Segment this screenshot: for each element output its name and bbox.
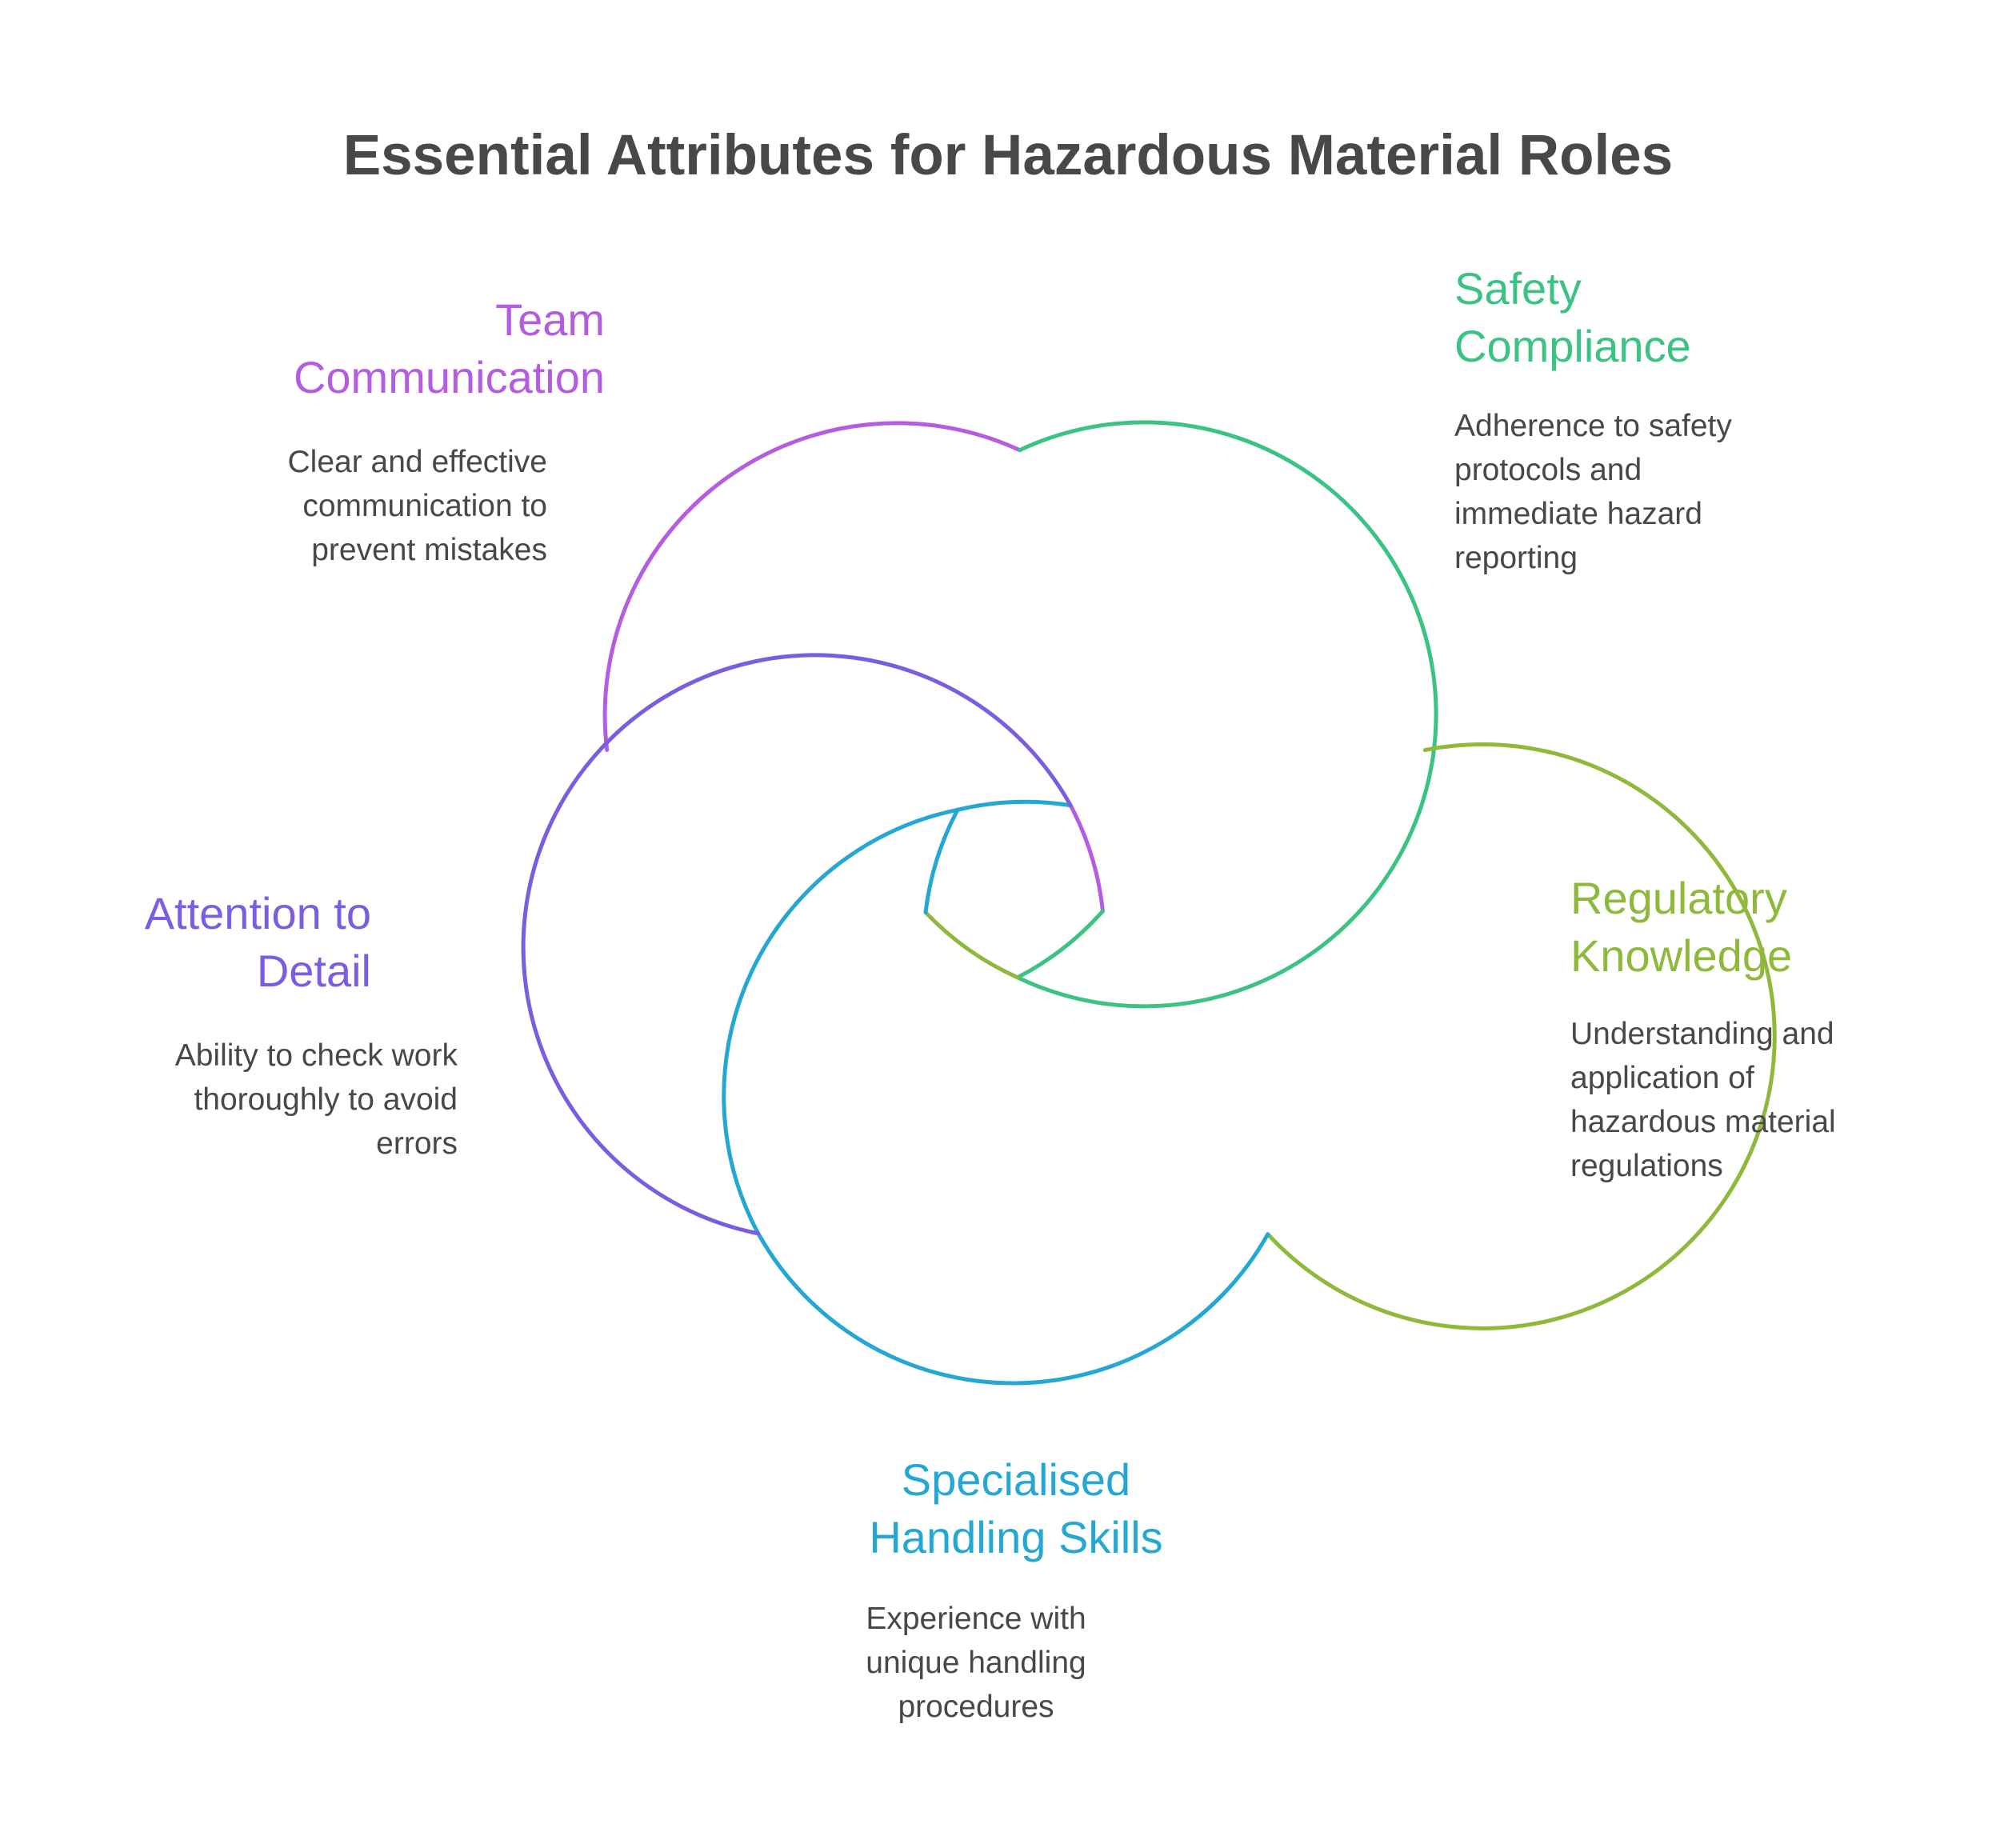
attribute-safety-compliance: Safety Compliance	[1454, 260, 1934, 375]
attribute-description-attention-to-detail: Ability to check work thoroughly to avoi…	[174, 1038, 458, 1161]
attribute-heading-line2: Knowledge	[1570, 930, 1793, 981]
ring-regulatory-knowledge-inner-arc	[923, 910, 1020, 980]
ring-regulatory-knowledge	[1266, 742, 1777, 1330]
ring-team-communication	[602, 421, 1022, 752]
attribute-attention-to-detail: Attention to Detail	[48, 885, 371, 1000]
attribute-heading-line1: Regulatory	[1570, 873, 1787, 923]
attribute-heading-line2: Compliance	[1454, 321, 1691, 371]
attribute-regulatory-knowledge: Regulatory Knowledge	[1570, 870, 1986, 985]
attribute-specialised-handling-skills: Specialised Handling Skills	[768, 1451, 1264, 1566]
ring-safety-compliance-inner-arc	[1015, 909, 1105, 980]
ring-specialised-handling-skills-arc-3	[955, 799, 1073, 812]
ring-specialised-handling-skills-inner-arc	[722, 807, 960, 1236]
attribute-description-team-communication: Clear and effective communication to pre…	[287, 445, 547, 567]
ring-attention-to-detail	[521, 653, 1073, 1236]
attribute-heading-team-communication: Team Communication	[160, 291, 605, 406]
attribute-description-specialised-handling-skills: Experience with unique handling procedur…	[866, 1602, 1086, 1724]
attribute-description-safety-compliance: Adherence to safety protocols and immedi…	[1454, 409, 1732, 575]
attribute-heading-specialised-handling-skills: Specialised Handling Skills	[768, 1451, 1264, 1566]
attribute-heading-line1: Team	[495, 294, 605, 345]
attribute-heading-attention-to-detail: Attention to Detail	[48, 885, 371, 1000]
diagram-title: Essential Attributes for Hazardous Mater…	[342, 124, 1674, 187]
ring-specialised-handling-skills	[756, 1231, 1270, 1386]
ring-safety-compliance	[1015, 420, 1438, 1009]
ring-specialised-handling-skills-arc-2	[923, 807, 960, 914]
attribute-heading-line1: Specialised	[901, 1454, 1131, 1505]
attribute-heading-line2: Detail	[256, 946, 371, 996]
attribute-heading-line1: Attention to	[144, 888, 371, 938]
ring-team-communication-inner-arc	[1068, 803, 1105, 914]
attribute-heading-safety-compliance: Safety Compliance	[1454, 260, 1934, 375]
attribute-heading-line1: Safety	[1454, 263, 1582, 314]
attribute-heading-line2: Handling Skills	[869, 1512, 1163, 1562]
attribute-heading-line2: Communication	[293, 352, 605, 402]
attribute-heading-regulatory-knowledge: Regulatory Knowledge	[1570, 870, 1986, 985]
attribute-description-regulatory-knowledge: Understanding and application of hazardo…	[1570, 1017, 1836, 1183]
attribute-team-communication: Team Communication	[160, 291, 605, 406]
